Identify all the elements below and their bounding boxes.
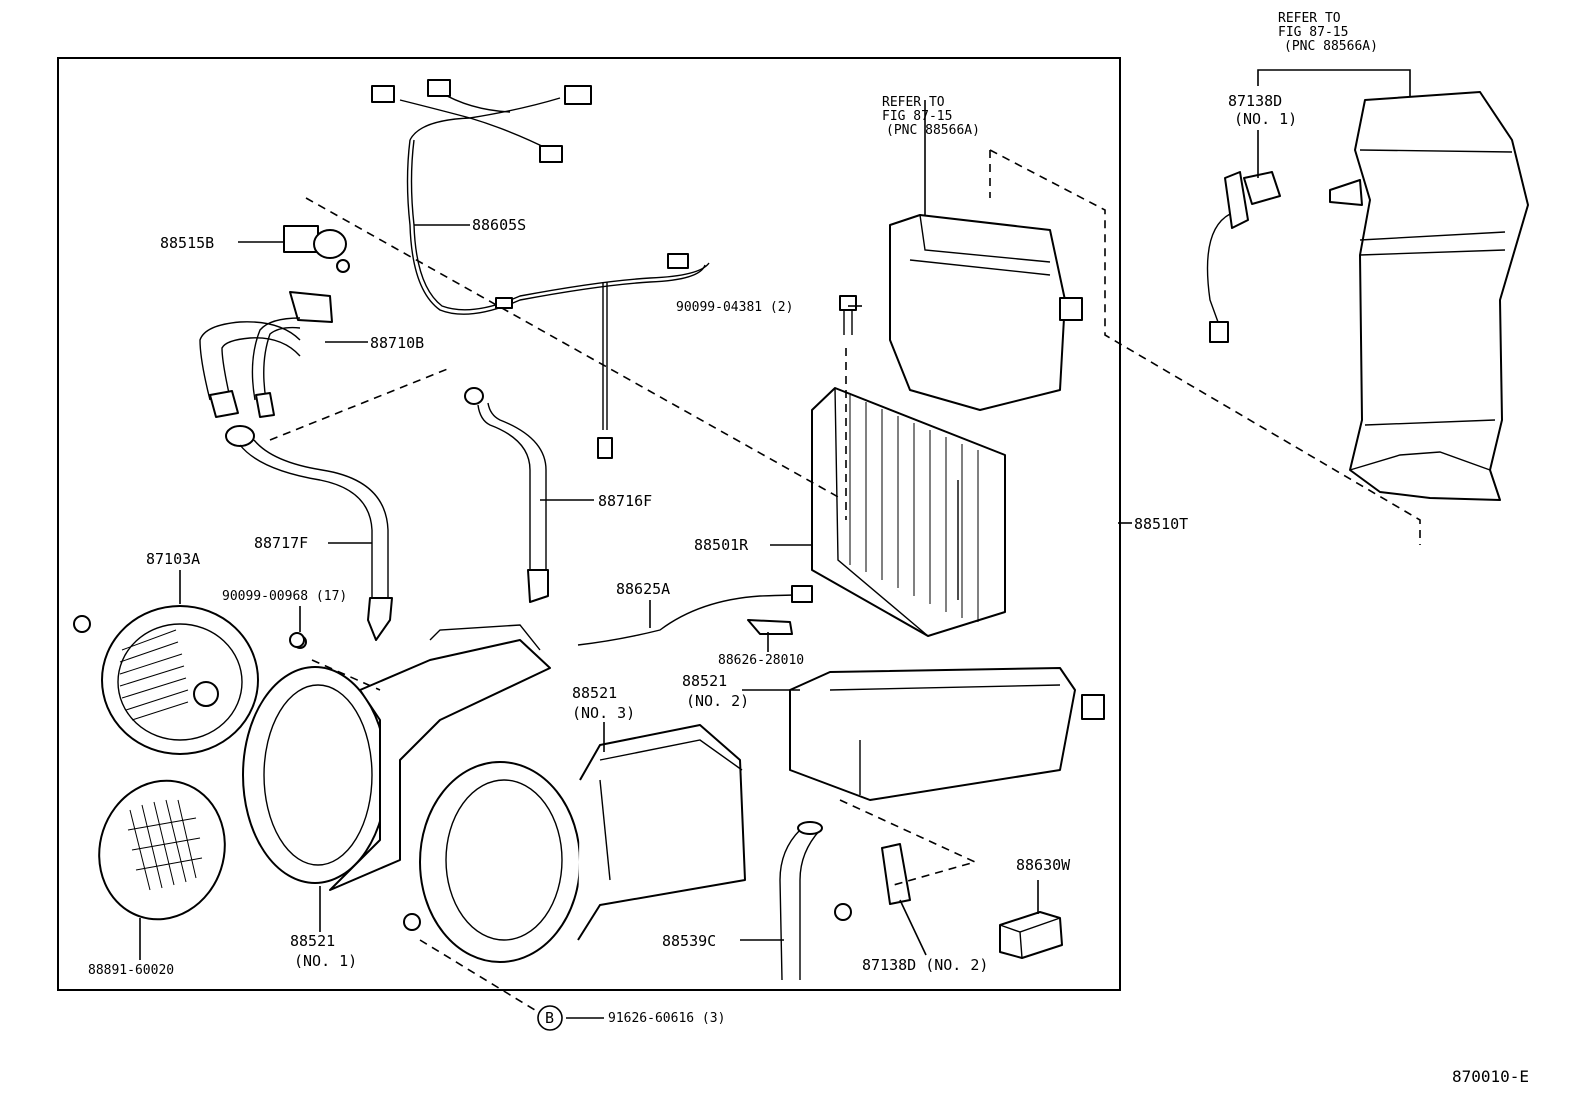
label-87138d-no1: 87138D	[1228, 92, 1282, 110]
label-87138d-no2: 87138D (NO. 2)	[862, 956, 988, 974]
sensor-wire-88625a	[577, 585, 813, 646]
pressure-switch-88515b	[283, 225, 350, 273]
main-frame	[57, 57, 1121, 991]
callout-b-circle	[537, 1005, 563, 1031]
label-88891-60020: 88891-60020	[88, 963, 174, 978]
pipe-88710b	[199, 291, 333, 418]
label-88717f: 88717F	[254, 534, 308, 552]
resistor-87138d-no1	[1206, 171, 1281, 343]
label-88710b: 88710B	[370, 334, 424, 352]
refer-top-line2: FIG 87-15	[1278, 25, 1348, 40]
drain-hose-88539c	[779, 821, 823, 981]
wire-harness-88605s	[371, 79, 710, 459]
screw-91626-60616	[403, 913, 421, 931]
upper-case	[889, 214, 1083, 411]
refer-mid-line3: (PNC 88566A)	[886, 123, 980, 138]
evaporator-88501r	[811, 387, 1006, 637]
tray-88521-no2	[789, 667, 1105, 801]
label-88539c: 88539C	[662, 932, 716, 950]
refer-top-line3: (PNC 88566A)	[1284, 39, 1378, 54]
label-90099-04381: 90099-04381 (2)	[676, 300, 793, 315]
bolt-90099-04381	[839, 295, 857, 335]
hose-88717f	[225, 425, 393, 641]
dashed-reference-lines	[269, 149, 1421, 1019]
label-88626-28010: 88626-28010	[718, 653, 804, 668]
label-88521-no2: 88521	[682, 672, 727, 690]
label-88521-no3-sub: (NO. 3)	[572, 704, 635, 722]
clip-88626-28010	[747, 619, 793, 635]
figure-code: 870010-E	[1452, 1067, 1529, 1086]
label-88515b: 88515B	[160, 234, 214, 252]
screw-90099-00968	[289, 632, 305, 648]
label-88521-no1: 88521	[290, 932, 335, 950]
label-88510t: 88510T	[1134, 515, 1188, 533]
label-88605s: 88605S	[472, 216, 526, 234]
case-88521-no1	[242, 624, 551, 891]
label-88630w: 88630W	[1016, 856, 1071, 874]
filter-88891-60020	[98, 779, 226, 921]
resistor-87138d-no2	[834, 843, 911, 921]
label-88501r: 88501R	[694, 536, 749, 554]
refer-mid-line1: REFER TO	[882, 95, 945, 110]
leader-lines	[139, 69, 1411, 1019]
label-88521-no1-sub: (NO. 1)	[294, 952, 357, 970]
label-88625a: 88625A	[616, 580, 670, 598]
relay-88630w	[999, 911, 1063, 959]
blower-motor-87103a	[73, 605, 259, 755]
label-87103a: 87103A	[146, 550, 200, 568]
label-91626-60616: 91626-60616 (3)	[608, 1011, 725, 1026]
hose-88716f	[464, 387, 549, 603]
refer-mid-line2: FIG 87-15	[882, 109, 952, 124]
label-88521-no3: 88521	[572, 684, 617, 702]
refer-top-line1: REFER TO	[1278, 11, 1341, 26]
label-87138d-no1-sub: (NO. 1)	[1234, 110, 1297, 128]
air-duct	[1329, 91, 1529, 501]
label-88716f: 88716F	[598, 492, 652, 510]
case-88521-no3	[419, 724, 746, 963]
label-90099-00968: 90099-00968 (17)	[222, 589, 347, 604]
label-88521-no2-sub: (NO. 2)	[686, 692, 749, 710]
callout-b-label: B	[545, 1009, 554, 1027]
